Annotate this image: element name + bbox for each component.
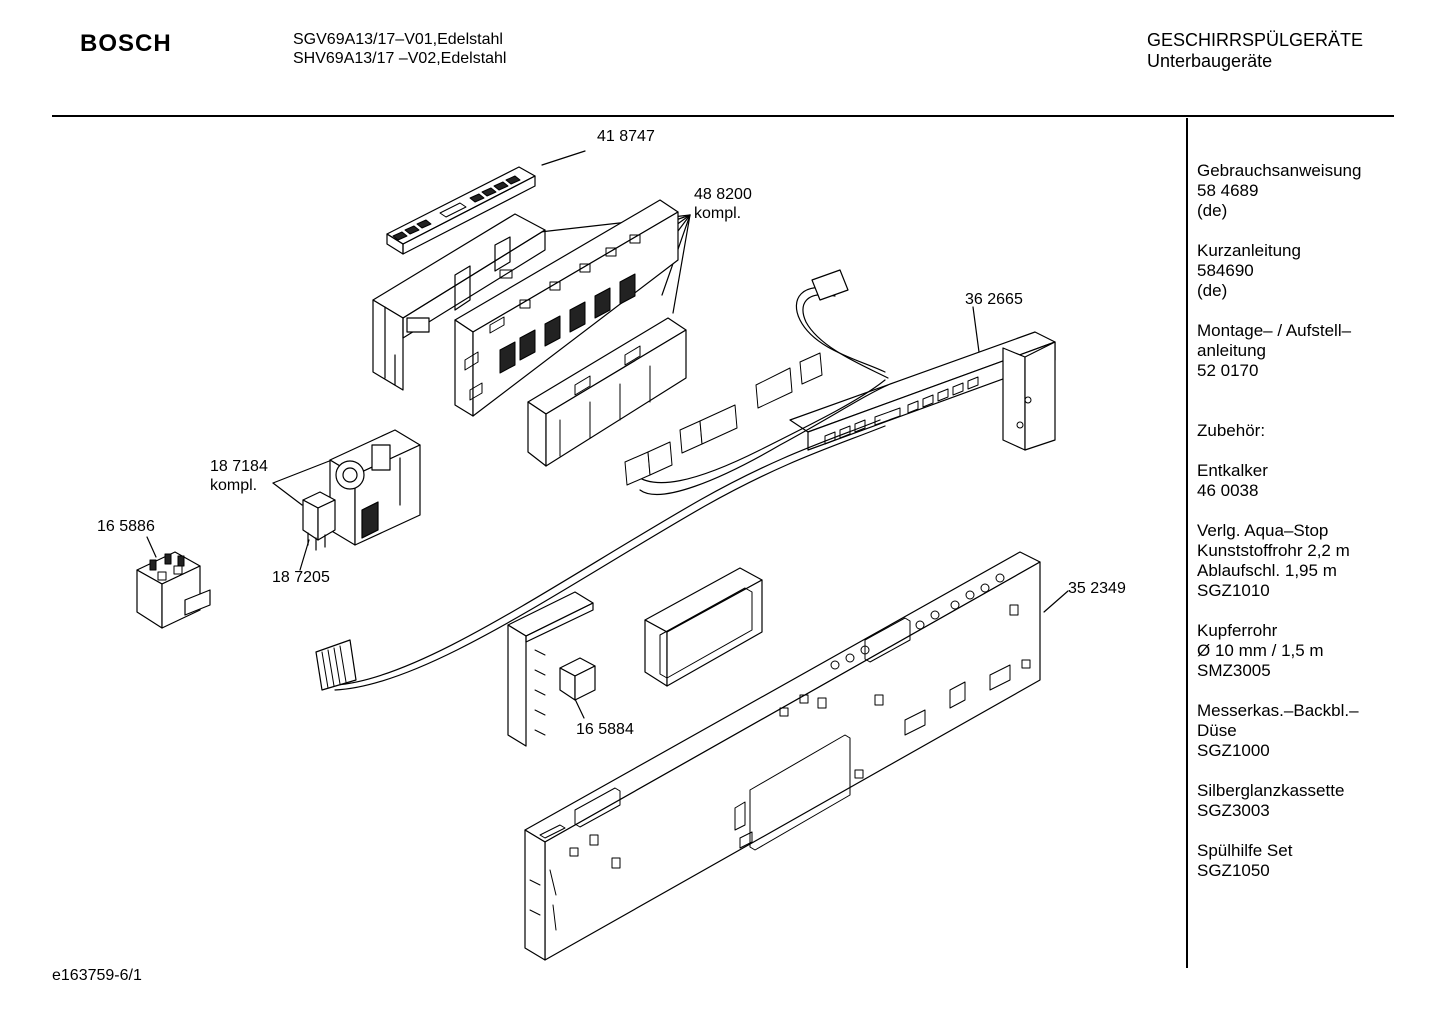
part-187205-micro-switch bbox=[303, 492, 335, 550]
sidebar-line: Kupferrohr bbox=[1197, 621, 1278, 640]
model-line-2: SHV69A13/17 –V02,Edelstahl bbox=[293, 50, 507, 67]
sidebar-group: Verlg. Aqua–Stop Kunststoffrohr 2,2 m Ab… bbox=[1197, 521, 1361, 601]
part-362665-panel-bar bbox=[790, 332, 1055, 450]
sidebar-line: SGZ1000 bbox=[1197, 741, 1270, 760]
cable-harness-long bbox=[316, 420, 885, 690]
part-418747-button-strip bbox=[387, 167, 535, 254]
header-divider bbox=[52, 115, 1394, 117]
sidebar-group: Spülhilfe Set SGZ1050 bbox=[1197, 841, 1361, 881]
sidebar-line: Messerkas.–Backbl.– bbox=[1197, 701, 1359, 720]
sidebar-group: Kurzanleitung 584690 (de) bbox=[1197, 241, 1361, 301]
sidebar-line: Verlg. Aqua–Stop bbox=[1197, 521, 1329, 540]
model-line-1: SGV69A13/17–V01,Edelstahl bbox=[293, 31, 503, 48]
category-line-1: GESCHIRRSPÜLGERÄTE bbox=[1147, 30, 1364, 50]
part-label-352349: 35 2349 bbox=[1068, 580, 1126, 597]
sidebar-line: 584690 bbox=[1197, 261, 1254, 280]
part-label-362665: 36 2665 bbox=[965, 291, 1023, 308]
sidebar-line: 52 0170 bbox=[1197, 361, 1259, 380]
drawing-code: e163759-6/1 bbox=[52, 967, 142, 984]
part-label-187184: 18 7184 kompl. bbox=[210, 457, 268, 495]
brand-logo: BOSCH bbox=[80, 30, 172, 57]
sidebar-group: Messerkas.–Backbl.– Düse SGZ1000 bbox=[1197, 701, 1361, 761]
sidebar-line: 46 0038 bbox=[1197, 481, 1259, 500]
product-category: GESCHIRRSPÜLGERÄTE Unterbaugeräte bbox=[1147, 30, 1363, 72]
part-label-418747: 41 8747 bbox=[597, 128, 655, 145]
sidebar-line: SGZ1010 bbox=[1197, 581, 1270, 600]
part-number: 18 7184 bbox=[210, 458, 268, 475]
part-label-187205: 18 7205 bbox=[272, 569, 330, 586]
sidebar-line: Kurzanleitung bbox=[1197, 241, 1301, 260]
sidebar-line: anleitung bbox=[1197, 341, 1267, 360]
sidebar-line: Montage– / Aufstell– bbox=[1197, 321, 1352, 340]
sidebar-group: Montage– / Aufstell– anleitung 52 0170 bbox=[1197, 321, 1361, 381]
sidebar-line: SGZ1050 bbox=[1197, 861, 1270, 880]
part-352349-front-panel bbox=[508, 552, 1040, 960]
sidebar-line: Ablaufschl. 1,95 m bbox=[1197, 561, 1337, 580]
sidebar-line: SMZ3005 bbox=[1197, 661, 1271, 680]
wiring-connectors bbox=[625, 270, 888, 494]
sidebar-group: Kupferrohr Ø 10 mm / 1,5 m SMZ3005 bbox=[1197, 621, 1361, 681]
sidebar-line: (de) bbox=[1197, 281, 1228, 300]
part-165886-relay bbox=[137, 552, 210, 628]
part-note: kompl. bbox=[694, 205, 742, 222]
part-note: kompl. bbox=[210, 477, 258, 494]
sidebar-line: Düse bbox=[1197, 721, 1237, 740]
sidebar-line: Zubehör: bbox=[1197, 421, 1266, 440]
sidebar-group: Zubehör: bbox=[1197, 421, 1361, 441]
sidebar-group: Silberglanzkassette SGZ3003 bbox=[1197, 781, 1361, 821]
part-label-165884: 16 5884 bbox=[576, 721, 634, 738]
sidebar-divider bbox=[1186, 118, 1188, 968]
sidebar-group: Entkalker 46 0038 bbox=[1197, 461, 1361, 501]
part-label-165886: 16 5886 bbox=[97, 518, 155, 535]
sidebar-group: Gebrauchsanweisung 58 4689 (de) bbox=[1197, 161, 1361, 221]
part-number: 48 8200 bbox=[694, 186, 752, 203]
sidebar-line: SGZ3003 bbox=[1197, 801, 1270, 820]
sidebar-line: Entkalker bbox=[1197, 461, 1268, 480]
sidebar-line: Silberglanzkassette bbox=[1197, 781, 1345, 800]
category-line-2: Unterbaugeräte bbox=[1147, 51, 1273, 71]
sidebar-line: Gebrauchsanweisung bbox=[1197, 161, 1362, 180]
sidebar-line: 58 4689 bbox=[1197, 181, 1259, 200]
part-187184-door-lock bbox=[330, 430, 420, 545]
sidebar-line: Spülhilfe Set bbox=[1197, 841, 1293, 860]
sidebar-line: Ø 10 mm / 1,5 m bbox=[1197, 641, 1324, 660]
sidebar-line: Kunststoffrohr 2,2 m bbox=[1197, 541, 1350, 560]
accessory-sidebar: Gebrauchsanweisung 58 4689 (de) Kurzanle… bbox=[1197, 161, 1361, 901]
part-488200-electronic-module bbox=[373, 200, 686, 466]
part-label-488200: 48 8200 kompl. bbox=[694, 185, 752, 223]
sidebar-line: (de) bbox=[1197, 201, 1228, 220]
model-designations: SGV69A13/17–V01,Edelstahl SHV69A13/17 –V… bbox=[293, 30, 506, 68]
